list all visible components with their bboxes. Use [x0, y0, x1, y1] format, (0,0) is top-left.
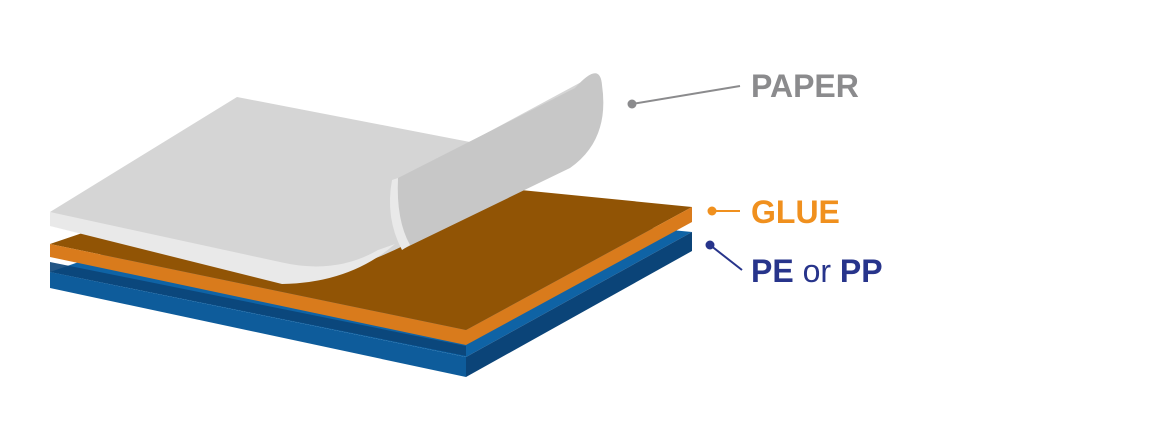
paper-layer	[50, 73, 604, 284]
film-layer-front-edge	[50, 272, 466, 377]
glue-layer-side-edge	[466, 207, 692, 345]
paper-curl	[397, 73, 604, 248]
paper-curl-highlight	[389, 178, 410, 250]
film-leader-line	[709, 244, 743, 271]
film-label: PE or PP	[751, 255, 883, 287]
glue-layer-front-edge	[50, 244, 466, 345]
glue-leader-dot	[707, 206, 717, 216]
film-layer-side-edge	[466, 232, 692, 377]
paper-label: PAPER	[751, 68, 859, 104]
film-label-pe: PE	[751, 253, 794, 289]
paper-layer-top	[50, 80, 588, 282]
film-layer-shadow	[50, 262, 466, 356]
film-label-or: or	[802, 253, 832, 289]
film-leader-dot	[705, 240, 715, 250]
paper-leader-line	[631, 85, 741, 105]
film-label-pp: PP	[839, 253, 883, 289]
paper-leader	[627, 85, 741, 109]
glue-leader	[707, 206, 740, 216]
film-leader	[705, 240, 743, 271]
paper-leader-dot	[627, 99, 637, 109]
glue-label: GLUE	[751, 194, 840, 230]
